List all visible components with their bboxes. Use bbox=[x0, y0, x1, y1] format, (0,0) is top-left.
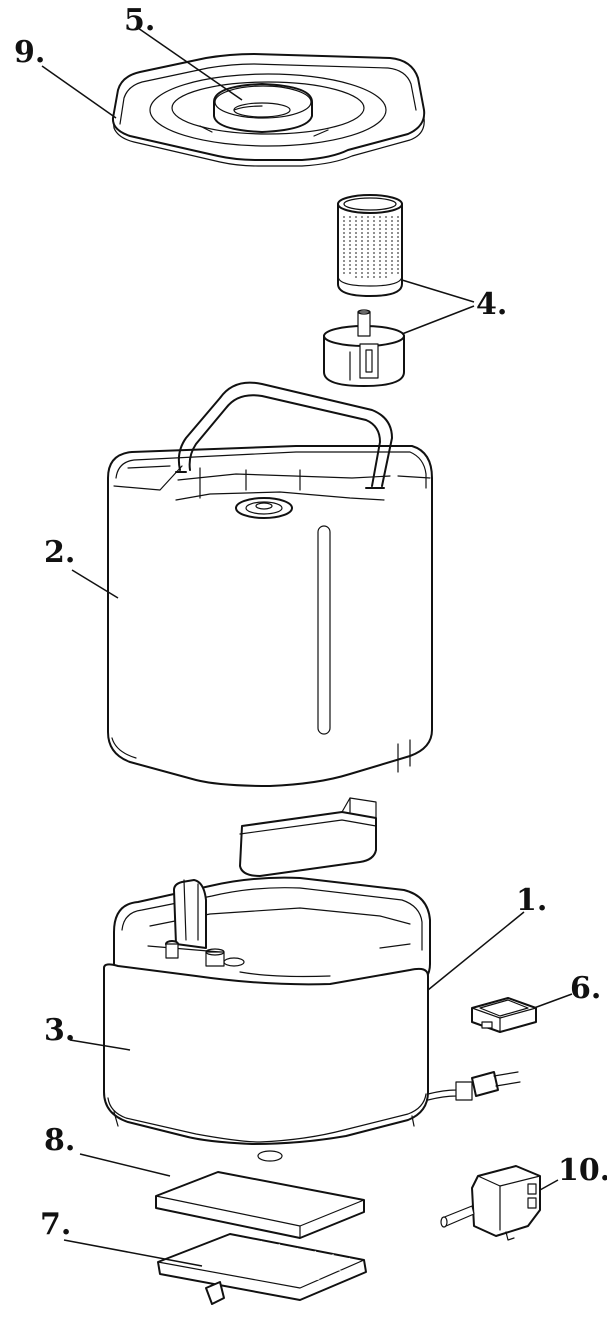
label-base: 3. bbox=[44, 1013, 75, 1048]
label-cover: 9. bbox=[14, 35, 45, 70]
pump bbox=[440, 1165, 541, 1241]
label-outer-shell: 1. bbox=[516, 883, 547, 918]
sensor-module bbox=[239, 797, 377, 877]
label-filter-pad: 8. bbox=[44, 1123, 75, 1158]
filter-holder bbox=[323, 309, 405, 387]
label-pump: 10. bbox=[558, 1153, 607, 1188]
filter-pad bbox=[155, 1171, 365, 1239]
label-filter: 4. bbox=[476, 287, 507, 322]
bottom-grille bbox=[157, 1233, 367, 1305]
lid-button bbox=[213, 83, 313, 133]
label-water-tank: 2. bbox=[44, 535, 75, 570]
power-cord bbox=[427, 1071, 521, 1101]
label-bottom-grille: 7. bbox=[40, 1207, 71, 1242]
leader-lines bbox=[41, 27, 573, 1267]
label-lid-button: 5. bbox=[124, 3, 155, 38]
label-clip: 6. bbox=[570, 971, 601, 1006]
water-tank bbox=[107, 445, 433, 787]
filter-mesh-cup bbox=[337, 194, 403, 297]
tank-handle bbox=[175, 381, 393, 489]
outer-shell bbox=[103, 963, 429, 1162]
base-housing bbox=[113, 876, 431, 991]
clip-part bbox=[471, 997, 537, 1033]
